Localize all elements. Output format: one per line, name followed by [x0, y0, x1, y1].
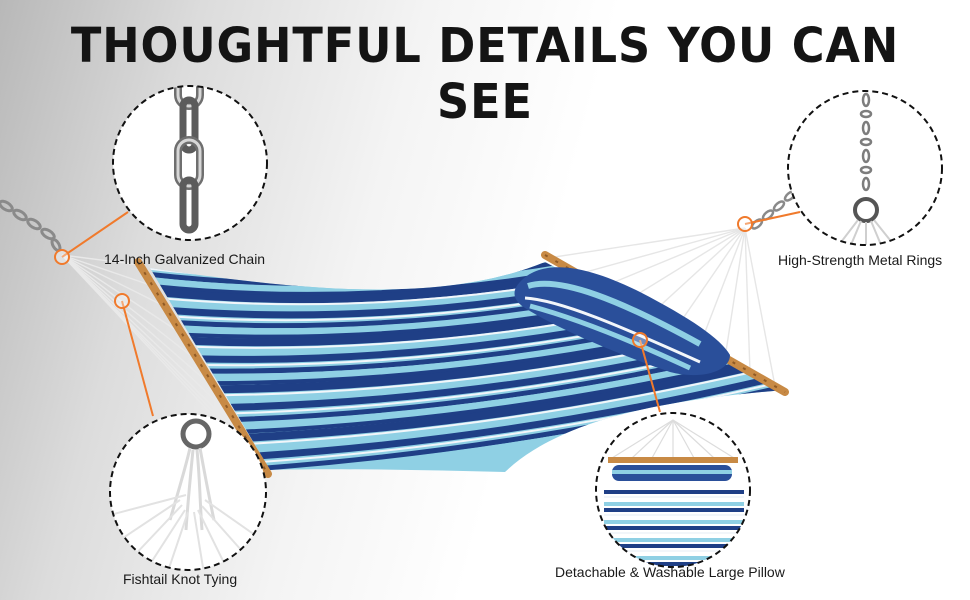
callout-label-pillow: Detachable & Washable Large Pillow — [555, 564, 785, 580]
hammock-stripe — [255, 376, 768, 460]
pillow-detail-stripe — [604, 562, 744, 566]
right-ropes — [547, 227, 776, 387]
hammock-stripe — [242, 362, 739, 434]
callout-markers — [54, 216, 753, 348]
pillow-detail-stripe — [604, 490, 744, 494]
zoom-circle-rings — [787, 90, 943, 246]
hammock-stripe — [252, 373, 761, 453]
pillow-detail-stripe — [604, 514, 744, 516]
callout-label-rings: High-Strength Metal Rings — [778, 252, 943, 268]
pillow-detail-stripe — [604, 520, 744, 524]
pillow-detail-stripe — [604, 550, 744, 552]
hammock-stripe — [152, 268, 575, 296]
page-title: THOUGHTFUL DETAILS YOU CAN SEE — [70, 18, 900, 130]
callout-leaders — [61, 211, 801, 417]
pillow-detail-stripe — [604, 508, 744, 512]
hammock-stripe — [237, 357, 734, 429]
pillow-detail-stripe — [604, 532, 744, 534]
zoom-circle-pillow — [595, 412, 751, 568]
callout-label-knot: Fishtail Knot Tying — [123, 571, 238, 587]
left-chain — [0, 199, 62, 252]
hammock-stripe — [250, 371, 752, 445]
pillow-detail-stripe — [604, 496, 744, 498]
pillow-detail-stripe — [604, 502, 744, 506]
hammock-stripe — [243, 364, 748, 442]
hammock-stripe — [231, 351, 718, 415]
pillow-detail-stripe — [604, 544, 744, 548]
zoom-circle-knot — [109, 413, 267, 571]
pillow-detail-stripe — [604, 526, 744, 530]
zoom-circle-chain — [112, 85, 268, 241]
right-chain — [750, 190, 797, 230]
hammock-stripe — [234, 354, 726, 422]
pillow-detail-stripe — [604, 556, 744, 560]
pillow-detail-stripe — [604, 538, 744, 542]
pillow — [514, 267, 730, 376]
callout-label-chain: 14-Inch Galvanized Chain — [104, 251, 266, 267]
left-spreader-bar — [134, 258, 272, 478]
